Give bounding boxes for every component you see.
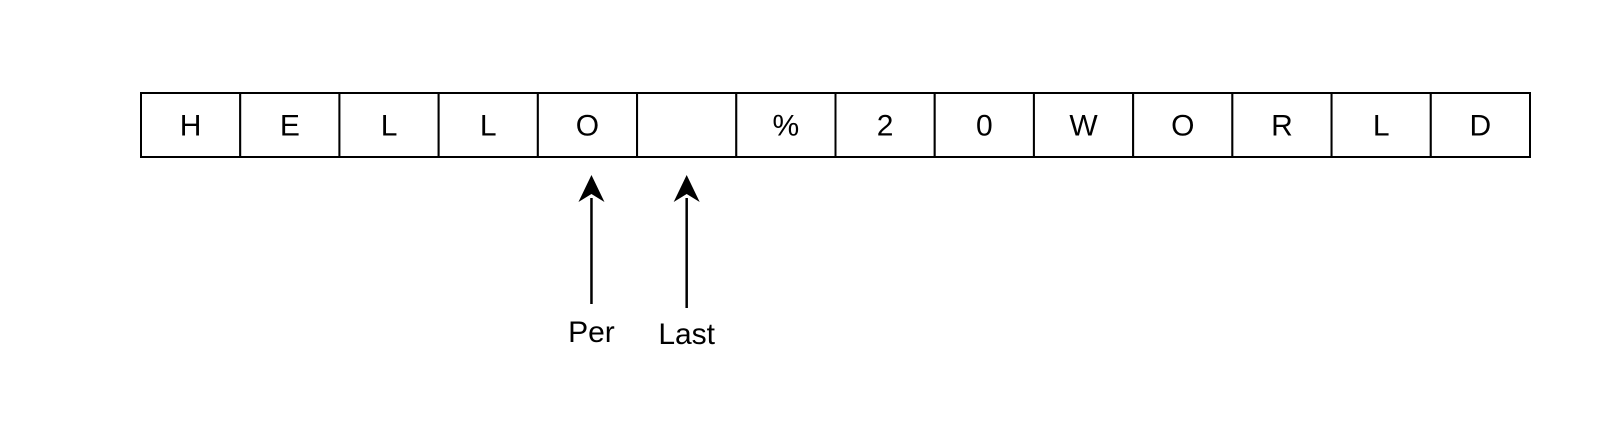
array-cell-box	[536, 92, 639, 158]
array-cell-box	[1132, 92, 1234, 158]
array-cell-char: L	[480, 110, 497, 143]
array-cell-box	[636, 92, 738, 158]
array-cell-char: H	[180, 110, 202, 143]
array-cell: L	[437, 92, 539, 158]
array-cell-box	[735, 92, 837, 158]
array-cell: E	[239, 92, 341, 158]
array-cell-box	[933, 92, 1035, 158]
pointer-arrows: Per Last	[568, 175, 716, 351]
arrow-up-icon	[673, 175, 700, 202]
array-cell-char: 0	[976, 110, 993, 143]
array-cell-box	[239, 92, 341, 158]
array-cell	[636, 92, 738, 158]
array-cell-box	[1429, 92, 1532, 158]
array-cell: L	[338, 92, 440, 158]
array-cell: H	[140, 92, 242, 158]
array-cell-box	[1330, 92, 1432, 158]
arrow-up-icon	[578, 175, 605, 202]
array-cell-char: 2	[877, 110, 894, 143]
pointer-last: Last	[658, 175, 716, 351]
pointer-label: Per	[568, 316, 615, 349]
array-cell-char: %	[773, 110, 800, 143]
array-cell-box	[1032, 92, 1135, 158]
array-cell: W	[1032, 92, 1135, 158]
array-cell: L	[1330, 92, 1432, 158]
array-cell-box	[338, 92, 440, 158]
array-cell-char: L	[381, 110, 398, 143]
array-cell-char: L	[1373, 110, 1390, 143]
array-cell-char: R	[1271, 110, 1293, 143]
array-cell: %	[735, 92, 837, 158]
array-cell-char: E	[280, 110, 300, 143]
array-cell: D	[1429, 92, 1532, 158]
pointer-label: Last	[658, 318, 715, 351]
array-cell-char: O	[576, 110, 599, 143]
array-cell: O	[1132, 92, 1234, 158]
character-array: H E L L O% 2 0 W O R L D	[140, 92, 1532, 158]
array-cell-char: W	[1069, 110, 1098, 143]
array-cell: O	[536, 92, 639, 158]
array-cell-box	[834, 92, 936, 158]
array-cell: 2	[834, 92, 936, 158]
array-cell: 0	[933, 92, 1035, 158]
array-cell-char: O	[1171, 110, 1194, 143]
array-cell-box	[140, 92, 242, 158]
array-cell-char: D	[1470, 110, 1492, 143]
pointer-per: Per	[568, 175, 615, 349]
array-cell: R	[1231, 92, 1333, 158]
